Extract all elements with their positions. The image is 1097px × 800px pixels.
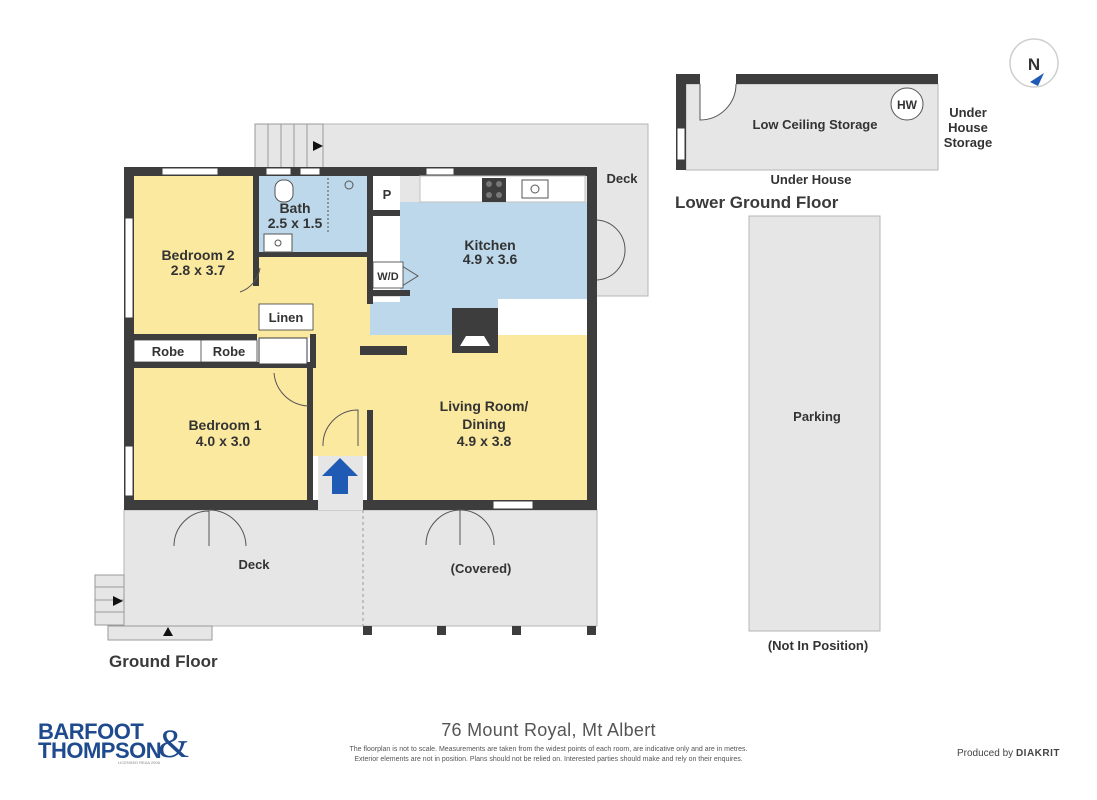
stair-arrow-icon [113,596,123,606]
kitchen-fill [370,202,587,335]
parking-label: Parking [793,409,841,424]
ground-floor-label: Ground Floor [109,652,218,671]
windows [124,167,534,510]
deck-top-label: Deck [606,171,638,186]
kitchen-size: 4.9 x 3.6 [463,251,518,267]
logo-line2: THOMPSON [38,738,162,763]
living-name-line2: Dining [462,416,506,432]
bedroom-1-size: 4.0 x 3.0 [196,433,251,449]
not-in-position-label: (Not In Position) [768,638,868,653]
bench-fill [498,299,587,335]
under-house-storage-line1: Under [949,105,987,120]
bedroom-2-name: Bedroom 2 [161,247,234,263]
bedroom-1-name: Bedroom 1 [188,417,261,433]
linen-label: Linen [269,310,304,325]
stair-arrow-icon [163,627,173,636]
produced-by-label: Produced by [957,748,1014,759]
covered-label: (Covered) [451,561,512,576]
door-swings [173,219,626,547]
robe-label-1: Robe [152,344,185,359]
bath-size: 2.5 x 1.5 [268,215,323,231]
logo-ampersand: & [158,721,189,766]
under-house-storage-line3: Storage [944,135,992,150]
stair-arrow-icon [313,141,323,151]
produced-by: Produced by DIAKRIT [957,748,1060,759]
parking-area [748,215,881,632]
kitchen-fixtures [419,175,586,203]
pantry-fill [373,176,400,212]
lower-ground-storage [676,74,939,171]
robe-label-2: Robe [213,344,246,359]
bottom-deck-stairs [107,625,213,641]
living-size: 4.9 x 3.8 [457,433,512,449]
north-label: N [1028,55,1040,74]
producer-name: DIAKRIT [1015,748,1060,759]
bedroom-2-fill [134,176,257,338]
robes [133,339,258,363]
deck-bottom-label: Deck [238,557,270,572]
property-address: 76 Mount Royal, Mt Albert [441,720,656,740]
laundry-label: W/D [377,271,398,283]
under-house-storage-line2: House [948,120,988,135]
logo-line1: BARFOOT [38,719,144,744]
deck-bottom-area [123,509,598,627]
north-compass-icon [1009,38,1059,88]
bath-name: Bath [279,200,310,216]
bath-fixtures [263,178,354,253]
deck-posts [363,626,596,635]
under-house-label: Under House [771,172,852,187]
laundry-box [372,261,404,289]
kitchen-name: Kitchen [464,237,515,253]
fireplace [452,308,498,353]
brand-logo: BARFOOT THOMPSON & LICENSED REAA 2008 [38,719,189,766]
linen-cupboard [258,303,314,331]
disclaimer-line2: Exterior elements are not in position. P… [354,756,743,763]
walls [124,167,597,510]
living-name-line1: Living Room/ [440,398,529,414]
lower-ground-floor-label: Lower Ground Floor [675,193,839,212]
disclaimer-line1: The floorplan is not to scale. Measureme… [349,746,748,753]
bedroom-1-fill [134,368,307,500]
top-stairs [254,123,324,169]
entry-arrow-icon [322,458,358,494]
logo-tagline: LICENSED REAA 2008 [118,760,160,765]
disclaimer: The floorplan is not to scale. Measureme… [300,745,797,765]
hall-living-fill [257,256,587,500]
hot-water-label: HW [897,98,918,112]
pantry-label: P [383,187,392,202]
low-ceiling-label: Low Ceiling Storage [753,117,878,132]
bedroom-2-size: 2.8 x 3.7 [171,262,226,278]
cupboard [258,337,308,365]
